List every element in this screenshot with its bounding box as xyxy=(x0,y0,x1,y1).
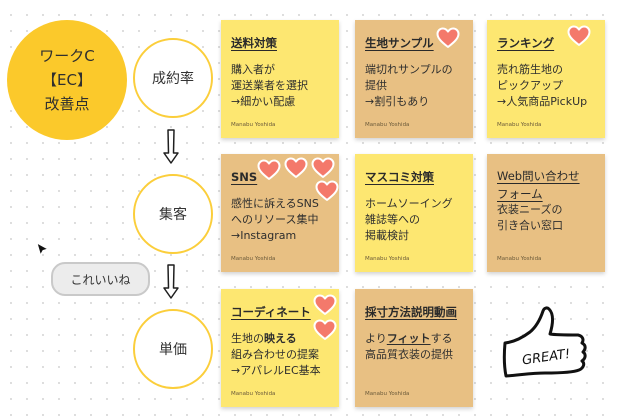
down-arrow-icon[interactable] xyxy=(163,129,179,165)
note-author: Manabu Yoshida xyxy=(497,256,542,262)
note-author: Manabu Yoshida xyxy=(365,256,410,262)
note-title: 送料対策 xyxy=(231,36,277,50)
comment-text: これいいね xyxy=(70,272,131,287)
note-body-rest: する 高品質衣装の提供 xyxy=(365,332,453,361)
heart-reaction-icon[interactable] xyxy=(436,27,460,49)
category-circle-conversion[interactable]: 成約率 xyxy=(133,38,213,118)
note-author: Manabu Yoshida xyxy=(497,122,542,128)
main-topic-line3: 改善点 xyxy=(44,95,90,113)
note-body-emphasis: フィット xyxy=(386,332,431,345)
sticky-note-sns[interactable]: SNS 感性に訴えるSNS へのリソース集中 →Instagram Manabu… xyxy=(221,154,339,272)
sticky-note-media[interactable]: マスコミ対策 ホームソーイング 雑誌等への 掲載検討 Manabu Yoshid… xyxy=(355,154,473,272)
note-body: 売れ筋生地の ピックアップ →人気商品PickUp xyxy=(497,63,588,108)
note-body: 感性に訴えるSNS へのリソース集中 →Instagram xyxy=(231,197,319,242)
note-title: マスコミ対策 xyxy=(365,170,434,184)
heart-reaction-icon[interactable] xyxy=(313,319,337,341)
heart-reaction-icon[interactable] xyxy=(313,294,337,316)
thumbs-up-great-sticker[interactable]: GREAT! xyxy=(500,300,600,390)
mouse-cursor-icon xyxy=(36,242,50,257)
thumbs-up-icon xyxy=(502,306,587,378)
note-title: 生地サンプル xyxy=(365,36,434,50)
sticky-note-shipping[interactable]: 送料対策 購入者が 運送業者を選択 →細かい配慮 Manabu Yoshida xyxy=(221,20,339,138)
note-author: Manabu Yoshida xyxy=(365,122,410,128)
heart-reaction-icon[interactable] xyxy=(567,25,591,47)
note-title: 採寸方法説明動画 xyxy=(365,305,457,319)
note-title: コーディネート xyxy=(231,305,311,319)
note-title: Web問い合わせフォーム xyxy=(497,169,580,201)
category-label: 集客 xyxy=(159,207,187,223)
note-title: SNS xyxy=(231,170,258,184)
heart-reaction-icon[interactable] xyxy=(257,159,281,181)
heart-reaction-icon[interactable] xyxy=(315,180,339,202)
note-body-prefix: より xyxy=(365,332,387,345)
category-label: 単価 xyxy=(159,342,187,358)
note-body: よりフィットする 高品質衣装の提供 xyxy=(365,331,463,363)
note-body: ホームソーイング 雑誌等への 掲載検討 xyxy=(365,197,453,242)
note-body-rest: 組み合わせの提案 →アパレルEC基本 xyxy=(231,348,321,377)
main-topic-circle[interactable]: ワークC 【EC】 改善点 xyxy=(7,20,127,140)
sticker-text: GREAT! xyxy=(521,347,571,369)
note-title: ランキング xyxy=(497,36,555,50)
note-author: Manabu Yoshida xyxy=(231,122,276,128)
note-body: 衣装ニーズの 引き合い窓口 xyxy=(497,203,563,232)
sticky-note-measure-video[interactable]: 採寸方法説明動画 よりフィットする 高品質衣装の提供 Manabu Yoshid… xyxy=(355,289,473,407)
category-circle-acquisition[interactable]: 集客 xyxy=(133,174,213,254)
heart-reaction-icon[interactable] xyxy=(284,157,308,179)
note-author: Manabu Yoshida xyxy=(365,391,410,397)
note-body: 生地の映える 組み合わせの提案 →アパレルEC基本 xyxy=(231,331,329,379)
main-topic-line2: 【EC】 xyxy=(42,71,92,89)
note-body-emphasis: 映える xyxy=(264,332,297,345)
note-body-prefix: 生地の xyxy=(231,332,264,345)
note-body: 購入者が 運送業者を選択 →細かい配慮 xyxy=(231,63,308,108)
down-arrow-icon[interactable] xyxy=(163,264,179,300)
heart-reaction-icon[interactable] xyxy=(311,157,335,179)
sticky-note-web-form[interactable]: Web問い合わせフォーム 衣装ニーズの 引き合い窓口 Manabu Yoshid… xyxy=(487,154,605,272)
note-author: Manabu Yoshida xyxy=(231,256,276,262)
note-body: 端切れサンプルの 提供 →割引もあり xyxy=(365,63,453,108)
note-author: Manabu Yoshida xyxy=(231,391,276,397)
main-topic-line1: ワークC xyxy=(39,47,95,65)
comment-bubble[interactable]: これいいね xyxy=(51,262,150,296)
category-label: 成約率 xyxy=(152,71,194,87)
category-circle-unit-price[interactable]: 単価 xyxy=(133,309,213,389)
